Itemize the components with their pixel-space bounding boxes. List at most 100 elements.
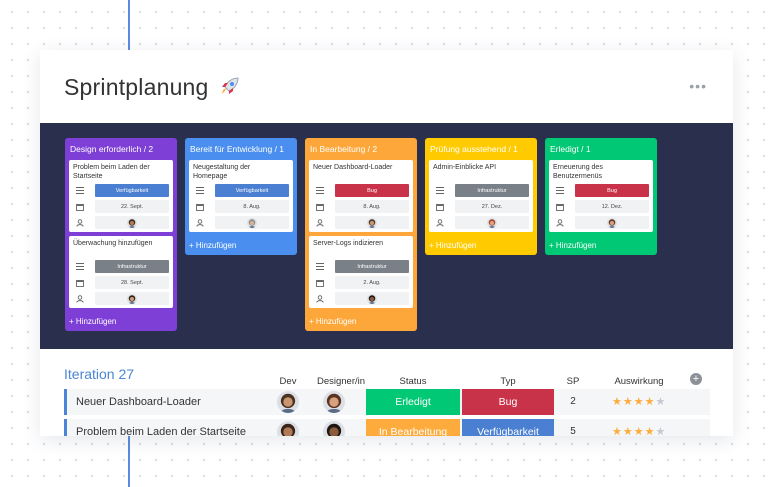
table-row[interactable]: Problem beim Laden der Startseite In Bea… xyxy=(64,419,710,436)
story-points[interactable]: 5 xyxy=(570,426,576,436)
typ-cell[interactable]: Verfügbarkeit xyxy=(462,419,554,436)
group-title[interactable]: Iteration 27 xyxy=(64,366,135,382)
card-date-row: 22. Sept. xyxy=(73,200,169,213)
avatar xyxy=(247,217,257,228)
card-title: Erneuerung des Benutzermenüs xyxy=(553,164,603,180)
card-date-row: 8. Aug. xyxy=(193,200,289,213)
type-label[interactable]: Bug xyxy=(575,184,649,197)
connector-line-bottom xyxy=(128,435,130,487)
star-empty-icon: ★ xyxy=(655,396,667,408)
column-header[interactable]: Erledigt / 1 xyxy=(550,144,591,154)
item-name[interactable]: Neuer Dashboard-Loader xyxy=(76,396,201,408)
kanban-card[interactable]: Neuer Dashboard-Loader Bug 8. Aug. xyxy=(309,160,413,232)
kanban-column: In Bearbeitung / 2 Neuer Dashboard-Loade… xyxy=(305,138,417,331)
card-person-row xyxy=(73,216,169,229)
date-label[interactable]: 27. Dez. xyxy=(455,200,529,213)
type-label[interactable]: Bug xyxy=(335,184,409,197)
kanban-column: Design erforderlich / 2 Problem beim Lad… xyxy=(65,138,177,331)
card-type-row: Verfügbarkeit xyxy=(73,184,169,197)
date-label[interactable]: 8. Aug. xyxy=(215,200,289,213)
calendar-icon xyxy=(193,203,207,211)
column-header[interactable]: Bereit für Entwicklung / 1 xyxy=(190,144,285,154)
rocket-icon xyxy=(219,75,241,103)
kanban-card[interactable]: Server-Logs indizieren Infrastruktur 2. … xyxy=(309,236,413,308)
assignee-cell[interactable] xyxy=(335,292,409,305)
rating-stars[interactable]: ★★★★★ xyxy=(612,389,666,415)
card-type-row: Infrastruktur xyxy=(73,260,169,273)
list-icon xyxy=(433,187,447,194)
card-type-row: Infrastruktur xyxy=(433,184,529,197)
dev-avatar[interactable] xyxy=(277,391,299,413)
col-header-impact: Auswirkung xyxy=(614,376,664,387)
dev-avatar[interactable] xyxy=(277,421,299,436)
card-title: Server-Logs indizieren xyxy=(313,240,384,247)
column-header[interactable]: Design erforderlich / 2 xyxy=(70,144,154,154)
card-person-row xyxy=(553,216,649,229)
star-filled-icon: ★★★★ xyxy=(612,396,656,408)
designer-avatar[interactable] xyxy=(323,421,345,436)
person-icon xyxy=(313,218,327,227)
type-label[interactable]: Verfügbarkeit xyxy=(95,184,169,197)
assignee-cell[interactable] xyxy=(335,216,409,229)
table-row[interactable]: Neuer Dashboard-Loader Erledigt Bug 2 ★★… xyxy=(64,389,710,415)
kanban-card[interactable]: Problem beim Laden der Startseite Verfüg… xyxy=(69,160,173,232)
item-name[interactable]: Problem beim Laden der Startseite xyxy=(76,426,246,436)
assignee-cell[interactable] xyxy=(95,292,169,305)
kanban-card[interactable]: Neugestaltung der Homepage Verfügbarkeit… xyxy=(189,160,293,232)
card-type-row: Infrastruktur xyxy=(313,260,409,273)
list-icon xyxy=(193,187,207,194)
assignee-cell[interactable] xyxy=(575,216,649,229)
card-person-row xyxy=(313,216,409,229)
kanban-column: Bereit für Entwicklung / 1 Neugestaltung… xyxy=(185,138,297,255)
assignee-cell[interactable] xyxy=(95,216,169,229)
group-color-bar xyxy=(64,389,67,415)
more-options-button[interactable]: ••• xyxy=(689,78,707,94)
designer-avatar[interactable] xyxy=(323,391,345,413)
type-label[interactable]: Infrastruktur xyxy=(455,184,529,197)
assignee-cell[interactable] xyxy=(215,216,289,229)
board-title-text: Sprintplanung xyxy=(64,74,209,100)
add-item-link[interactable]: + Hinzufügen xyxy=(429,241,477,250)
rating-stars[interactable]: ★★★★★ xyxy=(612,419,666,436)
date-label[interactable]: 28. Sept. xyxy=(95,276,169,289)
typ-cell[interactable]: Bug xyxy=(462,389,554,415)
card-date-row: 8. Aug. xyxy=(313,200,409,213)
add-item-link[interactable]: + Hinzufügen xyxy=(69,317,117,326)
column-header[interactable]: In Bearbeitung / 2 xyxy=(310,144,378,154)
assignee-cell[interactable] xyxy=(455,216,529,229)
date-label[interactable]: 12. Dez. xyxy=(575,200,649,213)
card-title: Problem beim Laden der Startseite xyxy=(73,164,150,180)
group-color-bar xyxy=(64,419,67,436)
col-header-dev: Dev xyxy=(279,376,297,387)
card-title: Überwachung hinzufügen xyxy=(73,240,153,247)
kanban-card[interactable]: Admin-Einblicke API Infrastruktur 27. De… xyxy=(429,160,533,232)
connector-line-top xyxy=(128,0,130,50)
avatar xyxy=(367,293,377,304)
type-label[interactable]: Infrastruktur xyxy=(95,260,169,273)
add-item-link[interactable]: + Hinzufügen xyxy=(549,241,597,250)
star-empty-icon: ★ xyxy=(655,426,667,436)
story-points[interactable]: 2 xyxy=(570,396,576,407)
list-icon xyxy=(73,263,87,270)
kanban-column: Prüfung ausstehend / 1 Admin-Einblicke A… xyxy=(425,138,537,255)
card-date-row: 12. Dez. xyxy=(553,200,649,213)
avatar xyxy=(127,293,137,304)
date-label[interactable]: 8. Aug. xyxy=(335,200,409,213)
type-label[interactable]: Verfügbarkeit xyxy=(215,184,289,197)
column-header[interactable]: Prüfung ausstehend / 1 xyxy=(430,144,518,154)
add-column-icon[interactable]: + xyxy=(690,373,702,385)
avatar xyxy=(607,217,617,228)
kanban-card[interactable]: Überwachung hinzufügen Infrastruktur 28.… xyxy=(69,236,173,308)
kanban-card[interactable]: Erneuerung des Benutzermenüs Bug 12. Dez… xyxy=(549,160,653,232)
star-filled-icon: ★★★★ xyxy=(612,426,656,436)
add-item-link[interactable]: + Hinzufügen xyxy=(189,241,237,250)
card-date-row: 28. Sept. xyxy=(73,276,169,289)
type-label[interactable]: Infrastruktur xyxy=(335,260,409,273)
date-label[interactable]: 22. Sept. xyxy=(95,200,169,213)
date-label[interactable]: 2. Aug. xyxy=(335,276,409,289)
status-cell[interactable]: In Bearbeitung xyxy=(366,419,460,436)
person-icon xyxy=(73,294,87,303)
add-item-link[interactable]: + Hinzufügen xyxy=(309,317,357,326)
col-header-typ: Typ xyxy=(500,376,516,387)
status-cell[interactable]: Erledigt xyxy=(366,389,460,415)
